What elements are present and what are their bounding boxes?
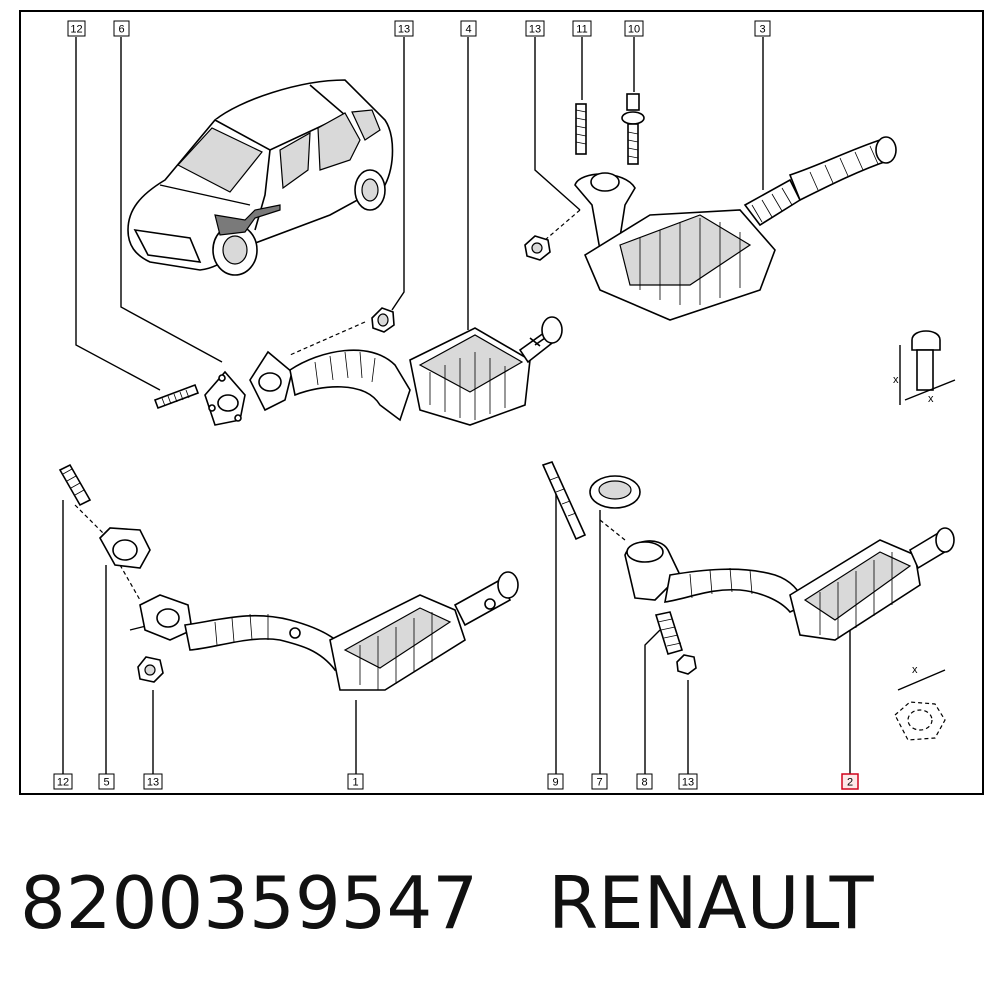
callout-9-label: 9 [552,777,558,789]
cat-assembly-2 [624,527,955,641]
stud-12-top [153,383,200,410]
callout-4: 4 [460,20,477,37]
cat-converter-4 [249,316,563,426]
callout-13-bottom-a-label: 13 [147,777,159,789]
callout-13-top-a: 13 [394,20,414,37]
callout-12-top: 12 [67,20,86,37]
callout-13-top-b-label: 13 [529,24,541,36]
pipe-3 [574,136,897,321]
callout-13-bottom-b: 13 [678,773,698,790]
brand-name: RENAULT [548,861,874,945]
spring-8 [654,611,684,655]
bolt-dimension-symbol: x x [893,330,956,405]
gasket-5 [99,527,151,569]
callout-12-bottom: 12 [53,773,73,790]
callout-11-label: 11 [576,24,587,36]
callout-8-label: 8 [641,777,647,789]
cat-assembly-1 [139,571,519,691]
callout-12-top-label: 12 [70,24,82,36]
stud-12-bottom [58,463,92,507]
callout-1-label: 1 [352,777,358,789]
callout-6: 6 [113,20,130,37]
callout-10-label: 10 [628,24,640,36]
callout-3-label: 3 [759,24,765,36]
callout-4-label: 4 [465,24,471,36]
callout-8: 8 [636,773,653,790]
part-caption: 8200359547 RENAULT [20,855,980,955]
dimension-x-left: x [893,374,899,386]
dimension-x-nut: x [912,664,918,676]
dimension-x-right: x [928,393,934,405]
callout-7: 7 [591,773,608,790]
callout-13-bottom-b-label: 13 [682,777,694,789]
callout-2-label: 2 [847,777,853,789]
leader-lines-bottom [62,490,851,775]
callout-12-bottom-label: 12 [57,777,69,789]
car-illustration [127,79,394,276]
callout-6-label: 6 [118,24,124,36]
nut-13-bottom-right [676,654,697,675]
stud-11 [575,103,587,155]
nut-13-top-right [524,235,551,261]
callout-3: 3 [754,20,771,37]
callout-7-label: 7 [596,777,602,789]
leader-lines-top [75,37,764,391]
callout-10: 10 [624,20,644,37]
nut-13-bottom-left [137,656,164,683]
callout-5-label: 5 [103,777,109,789]
callout-11: 11 [572,20,592,37]
callout-1: 1 [347,773,364,790]
nut-13-top [371,307,395,333]
callout-5: 5 [98,773,115,790]
ring-7 [589,475,641,509]
part-number: 8200359547 [20,861,479,945]
callout-9: 9 [547,773,564,790]
gasket-6 [204,370,246,426]
callout-13-top-b: 13 [525,20,545,37]
callout-2-highlighted: 2 [841,773,859,790]
callout-13-bottom-a: 13 [143,773,163,790]
callout-13-top-a-label: 13 [398,24,410,36]
bolt-10 [621,93,645,165]
nut-dimension-symbol: x [894,664,946,741]
stud-9 [541,461,587,541]
